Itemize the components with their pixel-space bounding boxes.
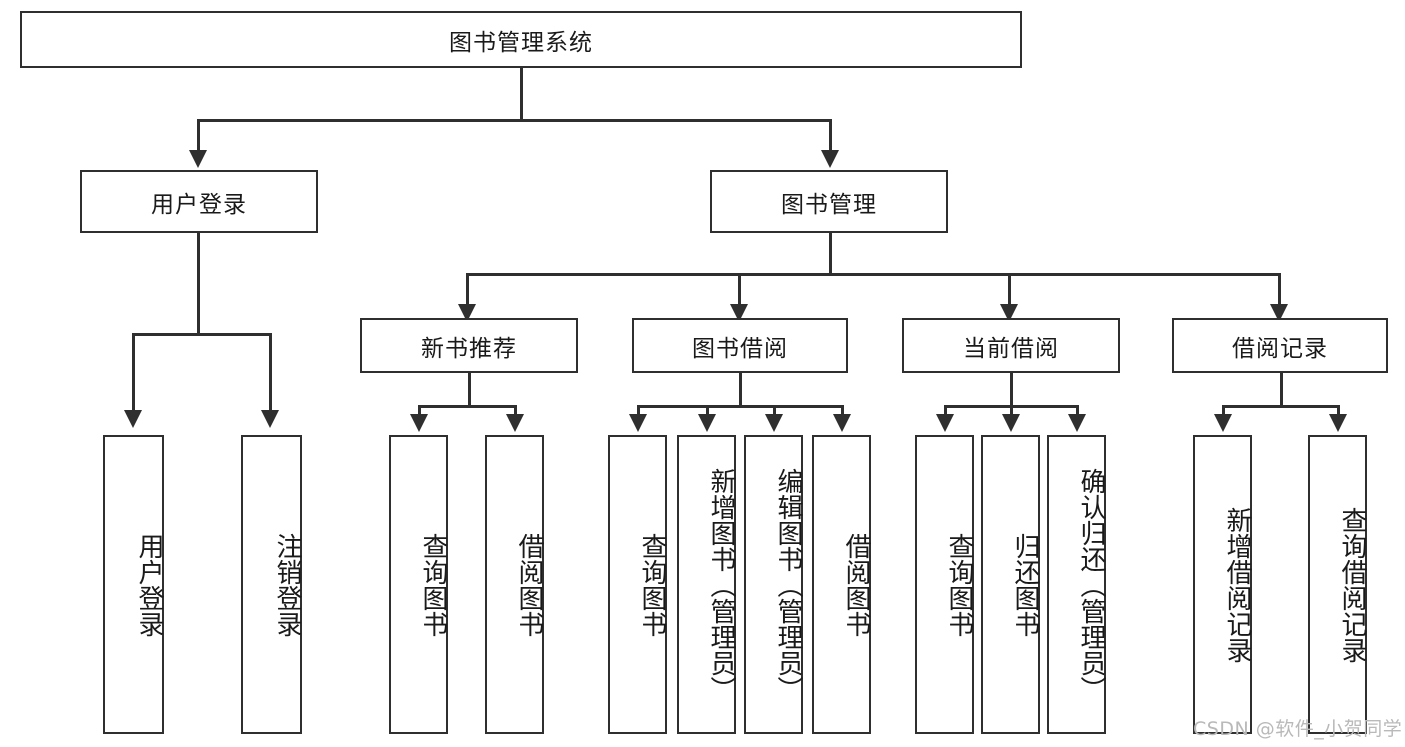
arrowhead-to-borrow-record bbox=[1270, 304, 1288, 322]
connector-book-borrow-leaf-3 bbox=[773, 405, 776, 415]
connector-current-borrow-leaf-3 bbox=[1076, 405, 1079, 415]
node-label: 新书推荐 bbox=[421, 335, 517, 362]
connector-root-bus bbox=[197, 119, 831, 122]
connector-new-book-bus bbox=[418, 405, 516, 408]
node-user-login[interactable]: 用户登录 bbox=[80, 170, 318, 233]
leaf-book-borrow-add[interactable]: 新增图书（管理员） bbox=[677, 435, 736, 734]
arrowhead-to-book-borrow bbox=[730, 304, 748, 322]
leaf-new-book-borrow[interactable]: 借阅图书 bbox=[485, 435, 544, 734]
connector-user-login-leaf-2 bbox=[269, 333, 272, 411]
connector-borrow-record-bus bbox=[1222, 405, 1339, 408]
connector-user-login-leaf-1 bbox=[132, 333, 135, 411]
leaf-book-borrow-query[interactable]: 查询图书 bbox=[608, 435, 667, 734]
leaf-borrow-record-add[interactable]: 新增借阅记录 bbox=[1193, 435, 1252, 734]
node-label: 图书管理 bbox=[781, 191, 877, 218]
node-label: 图书管理系统 bbox=[449, 29, 593, 56]
leaf-current-borrow-query[interactable]: 查询图书 bbox=[915, 435, 974, 734]
leaf-current-borrow-return[interactable]: 归还图书 bbox=[981, 435, 1040, 734]
node-book-management[interactable]: 图书管理 bbox=[710, 170, 948, 233]
connector-root-stem bbox=[520, 68, 523, 121]
leaf-book-borrow-borrow[interactable]: 借阅图书 bbox=[812, 435, 871, 734]
leaf-user-login-logout[interactable]: 注销登录 bbox=[241, 435, 302, 734]
leaf-borrow-record-query[interactable]: 查询借阅记录 bbox=[1308, 435, 1367, 734]
arrowhead-book-borrow-leaf-1 bbox=[629, 414, 647, 432]
node-label: 查询图书 bbox=[944, 532, 974, 637]
arrowhead-root-to-user-login bbox=[189, 150, 207, 168]
connector-book-borrow-leaf-1 bbox=[637, 405, 640, 415]
connector-book-borrow-stem bbox=[739, 373, 742, 407]
arrowhead-book-borrow-leaf-4 bbox=[833, 414, 851, 432]
connector-root-to-book-manage bbox=[829, 119, 832, 151]
connector-current-borrow-stem bbox=[1010, 373, 1013, 407]
connector-book-borrow-leaf-2 bbox=[706, 405, 709, 415]
connector-new-book-leaf-1 bbox=[418, 405, 421, 415]
arrowhead-new-book-leaf-1 bbox=[410, 414, 428, 432]
node-borrow-record[interactable]: 借阅记录 bbox=[1172, 318, 1388, 373]
node-label: 确认归还（管理员） bbox=[1076, 467, 1106, 702]
arrowhead-to-current-borrow bbox=[1000, 304, 1018, 322]
node-label: 借阅图书 bbox=[841, 532, 871, 637]
leaf-user-login-login[interactable]: 用户登录 bbox=[103, 435, 164, 734]
watermark-text: CSDN @软件_小贺同学 bbox=[1193, 718, 1403, 740]
connector-to-borrow-record bbox=[1278, 273, 1281, 305]
arrowhead-borrow-record-leaf-2 bbox=[1329, 414, 1347, 432]
arrowhead-user-login-leaf-2 bbox=[261, 410, 279, 428]
connector-to-book-borrow bbox=[738, 273, 741, 305]
node-label: 借阅记录 bbox=[1232, 335, 1328, 362]
connector-borrow-record-stem bbox=[1280, 373, 1283, 407]
arrowhead-current-borrow-leaf-3 bbox=[1068, 414, 1086, 432]
connector-current-borrow-leaf-1 bbox=[944, 405, 947, 415]
arrowhead-root-to-book-manage bbox=[821, 150, 839, 168]
connector-new-book-leaf-2 bbox=[514, 405, 517, 415]
connector-to-new-book bbox=[466, 273, 469, 305]
connector-user-login-bus bbox=[132, 333, 271, 336]
node-label: 查询借阅记录 bbox=[1337, 506, 1367, 663]
connector-current-borrow-leaf-2 bbox=[1010, 405, 1013, 415]
node-current-borrow[interactable]: 当前借阅 bbox=[902, 318, 1120, 373]
arrowhead-current-borrow-leaf-2 bbox=[1002, 414, 1020, 432]
connector-book-borrow-leaf-4 bbox=[841, 405, 844, 415]
arrowhead-new-book-leaf-2 bbox=[506, 414, 524, 432]
node-label: 注销登录 bbox=[272, 532, 302, 637]
connector-book-manage-stem bbox=[829, 233, 832, 275]
arrowhead-book-borrow-leaf-2 bbox=[698, 414, 716, 432]
node-label: 新增借阅记录 bbox=[1222, 506, 1252, 663]
node-book-borrow[interactable]: 图书借阅 bbox=[632, 318, 848, 373]
leaf-book-borrow-edit[interactable]: 编辑图书（管理员） bbox=[744, 435, 803, 734]
node-label: 编辑图书（管理员） bbox=[773, 467, 803, 702]
connector-root-to-user-login bbox=[197, 119, 200, 151]
connector-book-manage-bus bbox=[466, 273, 1280, 276]
node-label: 归还图书 bbox=[1010, 532, 1040, 637]
connector-borrow-record-leaf-1 bbox=[1222, 405, 1225, 415]
node-label: 图书借阅 bbox=[692, 335, 788, 362]
node-label: 借阅图书 bbox=[514, 532, 544, 637]
arrowhead-borrow-record-leaf-1 bbox=[1214, 414, 1232, 432]
node-label: 用户登录 bbox=[151, 191, 247, 218]
arrowhead-current-borrow-leaf-1 bbox=[936, 414, 954, 432]
connector-user-login-stem bbox=[197, 233, 200, 335]
node-new-book-recommend[interactable]: 新书推荐 bbox=[360, 318, 578, 373]
connector-to-current-borrow bbox=[1008, 273, 1011, 305]
connector-borrow-record-leaf-2 bbox=[1337, 405, 1340, 415]
arrowhead-book-borrow-leaf-3 bbox=[765, 414, 783, 432]
node-label: 当前借阅 bbox=[963, 335, 1059, 362]
arrowhead-to-new-book bbox=[458, 304, 476, 322]
leaf-new-book-query[interactable]: 查询图书 bbox=[389, 435, 448, 734]
arrowhead-user-login-leaf-1 bbox=[124, 410, 142, 428]
node-label: 新增图书（管理员） bbox=[706, 467, 736, 702]
node-label: 查询图书 bbox=[418, 532, 448, 637]
connector-new-book-stem bbox=[468, 373, 471, 407]
node-root-system[interactable]: 图书管理系统 bbox=[20, 11, 1022, 68]
leaf-current-borrow-confirm[interactable]: 确认归还（管理员） bbox=[1047, 435, 1106, 734]
node-label: 查询图书 bbox=[637, 532, 667, 637]
connector-book-borrow-bus bbox=[637, 405, 843, 408]
node-label: 用户登录 bbox=[134, 532, 164, 637]
